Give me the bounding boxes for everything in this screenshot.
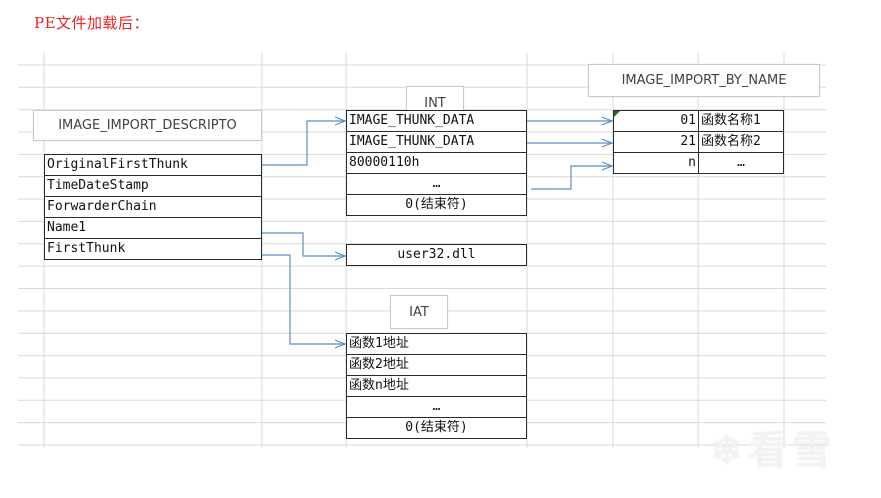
table-row: 0(结束符) [346, 417, 527, 439]
int-row-ellipsis: … [346, 173, 527, 195]
table-row: 函数1地址 [346, 333, 527, 355]
dll-name-table: user32.dll [346, 244, 527, 266]
int-title: INT [424, 95, 446, 111]
cell-comment-marker [614, 111, 620, 117]
hint-cell: 21 [613, 131, 699, 153]
table-row: … [346, 173, 527, 195]
dll-name-cell: user32.dll [346, 244, 527, 266]
table-row: Name1 [44, 217, 262, 239]
table-row: 函数n地址 [346, 375, 527, 397]
descriptor-title-box: IMAGE_IMPORT_DESCRIPTO [33, 110, 262, 141]
int-row-ordinal: 80000110h [346, 152, 527, 174]
table-row: TimeDateStamp [44, 175, 262, 197]
table-row: 函数2地址 [346, 354, 527, 376]
int-row-thunk-1: IMAGE_THUNK_DATA [346, 110, 527, 132]
descriptor-field-originalfirstthunk: OriginalFirstThunk [44, 154, 262, 176]
hint-cell: n [613, 152, 699, 174]
snowflake-icon: ❄ [710, 428, 748, 474]
descriptor-table: OriginalFirstThunk TimeDateStamp Forward… [44, 154, 262, 260]
descriptor-field-timedatestamp: TimeDateStamp [44, 175, 262, 197]
page-heading: PE文件加载后： [34, 14, 150, 32]
descriptor-field-firstthunk: FirstThunk [44, 238, 262, 260]
func-name-cell: … [698, 152, 784, 174]
table-row: FirstThunk [44, 238, 262, 260]
table-row: 21 函数名称2 [613, 131, 784, 153]
iat-row-ellipsis: … [346, 396, 527, 418]
int-row-terminator: 0(结束符) [346, 194, 527, 216]
descriptor-field-forwarderchain: ForwarderChain [44, 196, 262, 218]
hint-cell: 01 [613, 110, 699, 132]
table-row: 01 函数名称1 [613, 110, 784, 132]
import-by-name-table: 01 函数名称1 21 函数名称2 n … [613, 110, 784, 174]
table-row: IMAGE_THUNK_DATA [346, 131, 527, 153]
int-row-thunk-2: IMAGE_THUNK_DATA [346, 131, 527, 153]
table-row: OriginalFirstThunk [44, 154, 262, 176]
import-by-name-title: IMAGE_IMPORT_BY_NAME [621, 73, 787, 88]
table-row: user32.dll [346, 244, 527, 266]
table-row: 0(结束符) [346, 194, 527, 216]
descriptor-field-name1: Name1 [44, 217, 262, 239]
func-name-cell: 函数名称1 [698, 110, 784, 132]
watermark: ❄看雪 [710, 418, 836, 476]
table-row: ForwarderChain [44, 196, 262, 218]
iat-row-func2: 函数2地址 [346, 354, 527, 376]
table-row: … [346, 396, 527, 418]
import-by-name-title-box: IMAGE_IMPORT_BY_NAME [588, 64, 820, 97]
iat-row-funcn: 函数n地址 [346, 375, 527, 397]
watermark-text: 看雪 [747, 428, 836, 474]
iat-title-box: IAT [390, 295, 448, 329]
table-row: 80000110h [346, 152, 527, 174]
iat-row-terminator: 0(结束符) [346, 417, 527, 439]
table-row: IMAGE_THUNK_DATA [346, 110, 527, 132]
table-row: n … [613, 152, 784, 174]
iat-title: IAT [409, 304, 429, 320]
descriptor-title: IMAGE_IMPORT_DESCRIPTO [58, 118, 237, 133]
func-name-cell: 函数名称2 [698, 131, 784, 153]
iat-table: 函数1地址 函数2地址 函数n地址 … 0(结束符) [346, 333, 527, 439]
int-table: IMAGE_THUNK_DATA IMAGE_THUNK_DATA 800001… [346, 110, 527, 216]
iat-row-func1: 函数1地址 [346, 333, 527, 355]
